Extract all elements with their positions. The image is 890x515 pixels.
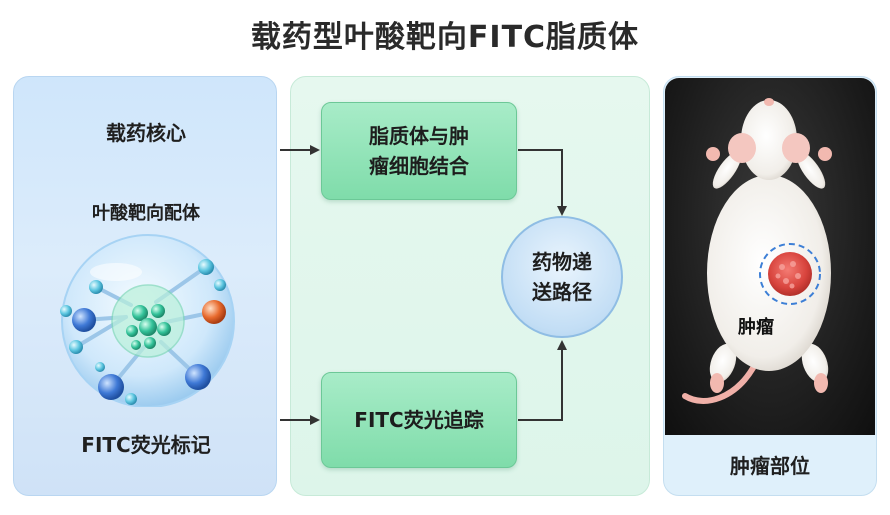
tumor	[768, 252, 812, 296]
folate-ligand-ball	[185, 364, 211, 390]
drug-core-label: 载药核心	[106, 121, 186, 145]
tumor-binding-line-1: 脂质体与肿	[369, 124, 469, 148]
fitc-marker-label: FITC荧光标记	[81, 433, 211, 457]
mouse-photo	[665, 78, 875, 435]
drug-delivery-circle: 药物递 送路径	[501, 216, 623, 338]
diagram-title: 载药型叶酸靶向FITC脂质体	[250, 20, 640, 55]
drug-delivery-line-2: 送路径	[532, 280, 592, 304]
tumor-binding-line-2: 瘤细胞结合	[369, 154, 469, 178]
tail	[682, 365, 756, 404]
mouse-illustration	[682, 98, 832, 404]
tumor-label: 肿瘤	[738, 317, 774, 338]
fitc-tracking-box: FITC荧光追踪	[321, 372, 517, 468]
tumor-site-label: 肿瘤部位	[730, 454, 810, 478]
liposome-illustration	[60, 234, 235, 407]
folate-ligand-ball	[72, 308, 96, 332]
mouse-ear	[728, 133, 756, 163]
liposome-structure-panel: 载药核心 叶酸靶向配体	[13, 76, 277, 496]
arrow-binding-to-delivery	[518, 149, 567, 216]
folate-ligand-ball	[98, 374, 124, 400]
tumor-binding-box: 脂质体与肿 瘤细胞结合	[321, 102, 517, 200]
tumor-highlight-ring	[759, 243, 821, 305]
drug-delivery-line-1: 药物递	[532, 250, 592, 274]
mouse-ear	[782, 133, 810, 163]
folate-ligand-label: 叶酸靶向配体	[92, 203, 200, 224]
mouse-head	[741, 100, 797, 180]
drug-molecules	[126, 304, 171, 350]
arrow-tracking-to-delivery	[518, 340, 567, 421]
fitc-marker-ball	[202, 300, 226, 324]
